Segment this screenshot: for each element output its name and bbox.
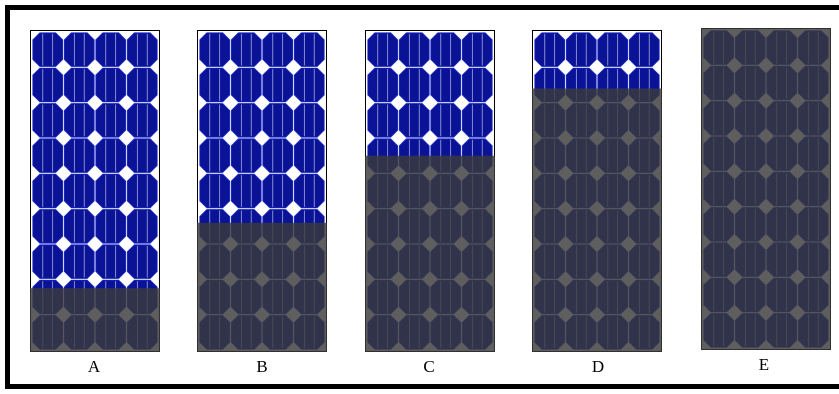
solar-cell bbox=[367, 103, 399, 138]
solar-cell bbox=[398, 32, 430, 67]
solar-cell bbox=[628, 32, 660, 67]
solar-cell bbox=[32, 103, 64, 138]
solar-cell bbox=[126, 138, 158, 173]
frame-border bbox=[5, 5, 839, 389]
solar-cell bbox=[430, 103, 462, 138]
solar-cell bbox=[126, 173, 158, 209]
solar-cell bbox=[32, 244, 64, 279]
solar-panel-e bbox=[701, 28, 831, 350]
solar-panel-c bbox=[365, 30, 495, 352]
solar-cell bbox=[262, 138, 294, 173]
shadow-overlay-e bbox=[701, 28, 831, 350]
solar-cell bbox=[262, 173, 294, 209]
solar-cell bbox=[230, 67, 262, 103]
solar-cell bbox=[126, 67, 158, 103]
solar-cell bbox=[63, 209, 95, 244]
panel-label-d: D bbox=[591, 357, 605, 376]
solar-cell bbox=[126, 244, 158, 279]
solar-cell bbox=[565, 32, 597, 67]
solar-cell bbox=[126, 32, 158, 67]
solar-cell bbox=[63, 32, 95, 67]
solar-cell bbox=[534, 32, 566, 67]
solar-cell bbox=[293, 67, 325, 103]
panel-label-e: E bbox=[758, 355, 770, 374]
solar-cell bbox=[63, 138, 95, 173]
solar-cell bbox=[461, 32, 493, 67]
solar-cell bbox=[461, 103, 493, 138]
solar-cell bbox=[367, 32, 399, 67]
solar-cell bbox=[262, 103, 294, 138]
solar-cell bbox=[199, 67, 231, 103]
solar-cell bbox=[95, 138, 127, 173]
solar-cell bbox=[430, 32, 462, 67]
solar-cell bbox=[63, 173, 95, 209]
solar-cell bbox=[461, 67, 493, 103]
shadow-overlay-d bbox=[532, 88, 662, 352]
solar-panel-b-graphic bbox=[197, 30, 327, 352]
solar-cell bbox=[199, 138, 231, 173]
solar-cell bbox=[32, 173, 64, 209]
solar-panel-c-graphic bbox=[365, 30, 495, 352]
solar-cell bbox=[126, 103, 158, 138]
solar-panel-d-graphic bbox=[532, 30, 662, 352]
solar-cell bbox=[199, 32, 231, 67]
solar-cell bbox=[32, 67, 64, 103]
solar-cell bbox=[63, 103, 95, 138]
solar-cell bbox=[95, 244, 127, 279]
solar-cell bbox=[230, 138, 262, 173]
solar-cell bbox=[63, 67, 95, 103]
solar-cell bbox=[293, 103, 325, 138]
solar-panel-d bbox=[532, 30, 662, 352]
solar-cell bbox=[126, 209, 158, 244]
solar-panel-a-graphic bbox=[30, 30, 160, 352]
shadow-overlay-a bbox=[30, 288, 160, 352]
solar-cell bbox=[32, 138, 64, 173]
solar-cell bbox=[262, 67, 294, 103]
solar-cell bbox=[95, 209, 127, 244]
solar-panel-a bbox=[30, 30, 160, 352]
solar-cell bbox=[430, 67, 462, 103]
solar-cell bbox=[95, 103, 127, 138]
solar-panel-b bbox=[197, 30, 327, 352]
solar-cell bbox=[32, 32, 64, 67]
solar-cell bbox=[293, 138, 325, 173]
solar-cell bbox=[32, 209, 64, 244]
solar-cell bbox=[293, 32, 325, 67]
shadow-overlay-b bbox=[197, 222, 327, 352]
solar-cell bbox=[199, 103, 231, 138]
solar-cell bbox=[230, 173, 262, 209]
solar-panel-e-graphic bbox=[701, 28, 831, 350]
shadow-overlay-c bbox=[365, 155, 495, 352]
panel-label-c: C bbox=[423, 357, 435, 376]
panel-label-b: B bbox=[256, 357, 268, 376]
solar-cell bbox=[230, 103, 262, 138]
solar-cell bbox=[63, 244, 95, 279]
solar-cell bbox=[597, 32, 629, 67]
solar-cell bbox=[95, 32, 127, 67]
solar-cell bbox=[293, 173, 325, 209]
solar-cell bbox=[262, 32, 294, 67]
solar-cell bbox=[398, 67, 430, 103]
solar-cell bbox=[230, 32, 262, 67]
solar-cell bbox=[95, 67, 127, 103]
solar-cell bbox=[398, 103, 430, 138]
solar-cell bbox=[367, 67, 399, 103]
panel-label-a: A bbox=[87, 357, 101, 376]
solar-cell bbox=[199, 173, 231, 209]
solar-cell bbox=[95, 173, 127, 209]
